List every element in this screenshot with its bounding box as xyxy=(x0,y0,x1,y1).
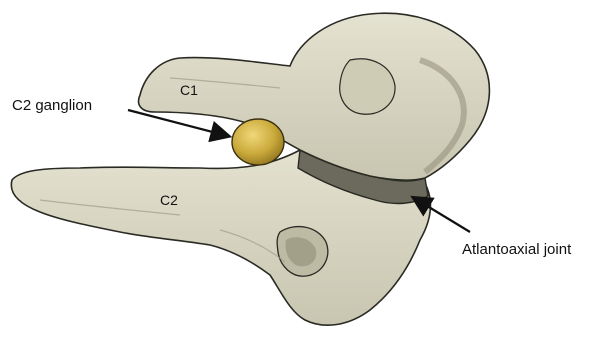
joint-label: Atlantoaxial joint xyxy=(462,241,572,258)
c1-label: C1 xyxy=(180,82,198,98)
ganglion-label: C2 ganglion xyxy=(12,97,92,114)
c2-label: C2 xyxy=(160,192,178,208)
c2-ganglion xyxy=(232,119,284,165)
